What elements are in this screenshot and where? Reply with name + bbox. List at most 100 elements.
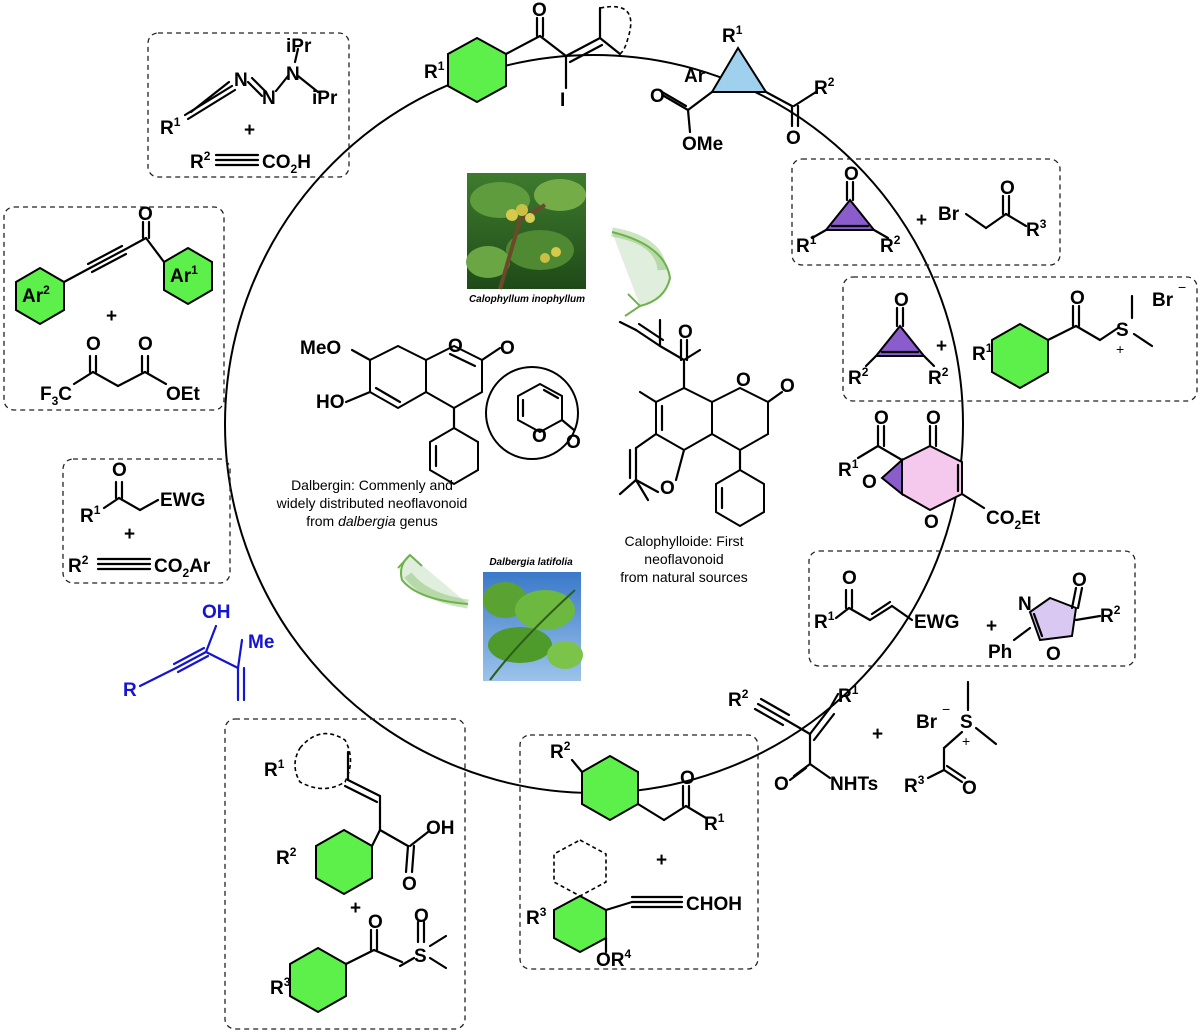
label-r1-enone: R1 [814,609,835,633]
arylacetone-propargyl-structure: R2 O R1 + R3 CHOH OR4 [526,739,742,971]
caption-dalbergin-3: from dalbergia genus [306,513,438,529]
label-br-2: Br [916,712,938,733]
atom-o-iodoenone: O [532,0,547,21]
atom-s-ylide: S [414,946,427,967]
label-r1-iodoenone: R1 [424,59,445,83]
box-enone-oxazolone [808,550,1136,667]
plus-sign-9: + [656,850,667,871]
atom-i: I [560,90,565,111]
pyranone-core: O O [485,366,581,460]
charge-minus-br1: − [1178,279,1186,295]
curved-arrow-top [611,227,672,317]
label-nhts: NHTs [830,774,878,795]
atom-o-oxazolone-ring: O [1046,644,1061,665]
label-ome: OMe [682,134,723,155]
atom-o-ylide-keto: O [368,912,383,933]
atom-o-core-keto: O [566,432,581,453]
label-ipr-top: iPr [286,36,312,57]
label-r2-arylacetone: R2 [550,739,571,763]
label-r2-cpo2-left: R2 [848,365,869,389]
dienoic-acid-ylide-structure: R1 O OH R2 + R3 O S O [264,732,455,1014]
label-r2: R2 [190,149,211,173]
aromatic-ring-dienoic [315,828,373,896]
photo-calophyllum-caption: Calophyllum inophyllum [469,294,585,305]
label-co2ar: CO2Ar [154,556,211,580]
atom-o-ketone-cp: O [786,128,801,149]
label-r1-arylacetone: R1 [704,811,725,835]
atom-n-oxazolone: N [1018,594,1032,615]
label-r1-box3: R1 [80,503,101,527]
box-cyclopropenone-sulfonium [842,276,1198,402]
label-r3-bromoketone: R3 [1026,217,1047,241]
atom-o-box3: O [112,460,127,481]
label-r3-naphthol: R3 [526,905,547,929]
aromatic-ring-sulfonium [991,322,1049,390]
photo-dalbergia [483,572,583,681]
plus-sign-3: + [124,524,135,545]
atom-o-ring: O [924,512,939,533]
label-r2-enyne: R2 [728,687,749,711]
charge-minus-br2: − [942,701,950,717]
label-r2-cpo2-right: R2 [928,365,949,389]
atom-o-ester-cp: O [650,86,665,107]
label-choh: CHOH [686,894,742,915]
label-r1-dienoic: R1 [264,757,285,781]
enone-oxazolone-structure: O R1 EWG + O N O R2 Ph [814,568,1121,665]
caption-calophylloide-2: neoflavonoid [644,551,723,567]
plus-sign-5: + [936,336,947,357]
label-ar2: Ar2 [22,283,50,307]
label-r1-cyclopropane: R1 [722,23,743,47]
plus-sign-4: + [916,210,927,231]
photo-dalbergia-caption: Dalbergia latifolia [489,557,573,568]
aromatic-ring-ylide [289,946,347,1014]
label-r2-box3: R2 [68,553,89,577]
label-oh-acid: OH [426,818,455,839]
dalbergin-structure: O O MeO HO [300,336,515,486]
label-ph: Ph [988,642,1012,663]
atom-o-arylacetone: O [680,768,695,789]
charge-plus-s2: + [962,733,970,749]
atom-o-cpo2: O [894,290,909,311]
atom-o-ester: O [138,334,153,355]
atom-o-pyranone-keto: O [926,408,941,429]
atom-o-calo-ring: O [736,370,751,391]
photo-calophyllum [466,173,586,290]
atom-o-sulfonium2: O [962,778,977,799]
caption-calophylloide-1: Calophylloide: First [624,533,743,549]
label-r2-cyclopropane: R2 [814,75,835,99]
label-meo: MeO [300,338,341,359]
box-cyclopropenone-bromoketone [791,158,1061,266]
label-me-blue: Me [248,632,274,653]
atom-o-ynone: O [138,204,153,225]
label-oet: OEt [166,384,200,405]
atom-o-dalbergin-ring: O [448,336,463,357]
ynone-structure: Ar2 Ar1 O + O O F3C OEt [15,204,213,408]
atom-s2: S [960,712,973,733]
label-co2h: CO2H [262,152,311,176]
aromatic-ring-iodoenone [447,36,507,104]
label-oh-blue: OH [202,602,231,623]
curved-arrow-bottom [397,553,469,609]
enyne-amide-structure: R2 R1 O NHTs + Br − S + O R3 [728,680,998,799]
atom-o-oxazolone-keto: O [1072,570,1087,591]
calophylloide-structure: O O O O [618,318,795,528]
label-r2-oxazolone: R2 [1100,603,1121,627]
plus-sign-2: + [106,306,117,327]
atom-o-dalbergin-keto: O [500,338,515,359]
atom-s1: S [1116,320,1129,341]
atom-n3: N [286,64,300,85]
aromatic-ring-naphthol [553,894,607,954]
atom-o-acyl: O [874,408,889,429]
atom-o-calo-chromene: O [660,478,675,499]
label-r1-pyranone: R1 [838,457,859,481]
cyclopropenone-sulfonium-structure: O R2 R2 + R1 O S + Br − [848,279,1186,390]
epoxy-pyranone-structure: O O O O R1 CO2Et [838,408,1041,533]
iodoenone-structure: R1 O I [424,0,632,111]
label-ewg-enone: EWG [914,612,959,633]
cyclopropane-structure: R1 Ar O OMe O R2 [650,23,835,155]
atom-o-keto: O [86,334,101,355]
charge-plus-s1: + [1116,341,1124,357]
label-co2et: CO2Et [986,508,1041,532]
atom-o-bromoketone: O [1000,178,1015,199]
